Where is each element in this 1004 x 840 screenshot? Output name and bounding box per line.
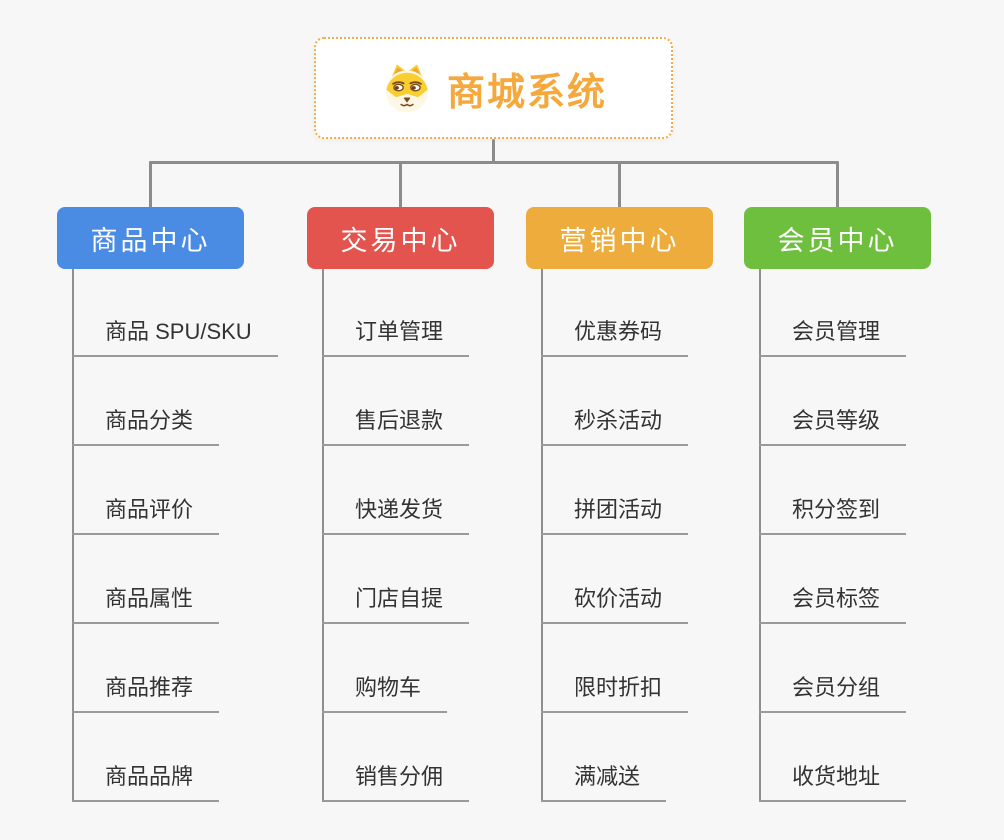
connector-rail bbox=[149, 161, 839, 164]
leaf-topic-label[interactable]: 购物车 bbox=[322, 673, 448, 713]
connector-drop-3 bbox=[618, 161, 621, 208]
root-title: 商城系统 bbox=[446, 71, 607, 114]
leaf-topic-label[interactable]: 秒杀活动 bbox=[541, 406, 689, 446]
leaf-topic: 商品属性 bbox=[72, 584, 220, 624]
leaf-topic-label[interactable]: 商品品牌 bbox=[72, 762, 220, 802]
leaf-topic-label[interactable]: 收货地址 bbox=[759, 762, 907, 802]
branch-header-products[interactable]: 商品中心 bbox=[57, 207, 244, 269]
branch-header-marketing[interactable]: 营销中心 bbox=[526, 207, 713, 269]
branch-connector-line bbox=[72, 269, 74, 802]
leaf-topic-label[interactable]: 拼团活动 bbox=[541, 495, 689, 535]
leaf-topic: 购物车 bbox=[322, 673, 448, 713]
connector-drop-1 bbox=[149, 161, 152, 208]
branch-connector-line bbox=[759, 269, 761, 802]
leaf-topic-label[interactable]: 会员等级 bbox=[759, 406, 907, 446]
leaf-topic-label[interactable]: 售后退款 bbox=[322, 406, 470, 446]
leaf-topic: 满减送 bbox=[541, 762, 667, 802]
leaf-topic: 会员标签 bbox=[759, 584, 907, 624]
leaf-topic-label[interactable]: 商品评价 bbox=[72, 495, 220, 535]
branch-column-members: 会员中心 会员管理 会员等级 积分签到 会员标签 会员分组 收货地址 bbox=[744, 207, 994, 827]
leaf-topic: 商品 SPU/SKU bbox=[72, 317, 278, 357]
leaf-topic-label[interactable]: 限时折扣 bbox=[541, 673, 689, 713]
leaf-topic-label[interactable]: 砍价活动 bbox=[541, 584, 689, 624]
root-node[interactable]: 商城系统 bbox=[314, 37, 673, 139]
branch-column-trade: 交易中心 订单管理 售后退款 快递发货 门店自提 购物车 销售分佣 bbox=[307, 207, 557, 827]
leaf-topic-label[interactable]: 商品属性 bbox=[72, 584, 220, 624]
branch-column-products: 商品中心 商品 SPU/SKU 商品分类 商品评价 商品属性 商品推荐 商品品牌 bbox=[57, 207, 307, 827]
leaf-topic-label[interactable]: 优惠券码 bbox=[541, 317, 689, 357]
leaf-topic-label[interactable]: 销售分佣 bbox=[322, 762, 470, 802]
branch-connector-line bbox=[322, 269, 324, 802]
leaf-topic: 门店自提 bbox=[322, 584, 470, 624]
leaf-topic: 秒杀活动 bbox=[541, 406, 689, 446]
dog-face-icon bbox=[385, 64, 429, 113]
branch-header-trade[interactable]: 交易中心 bbox=[307, 207, 494, 269]
leaf-topic-label[interactable]: 会员管理 bbox=[759, 317, 907, 357]
leaf-topic: 会员分组 bbox=[759, 673, 907, 713]
leaf-topic: 收货地址 bbox=[759, 762, 907, 802]
leaf-topic: 商品推荐 bbox=[72, 673, 220, 713]
leaf-topic: 拼团活动 bbox=[541, 495, 689, 535]
branch-column-marketing: 营销中心 优惠券码 秒杀活动 拼团活动 砍价活动 限时折扣 满减送 bbox=[526, 207, 776, 827]
leaf-topic: 会员等级 bbox=[759, 406, 907, 446]
leaf-topic: 订单管理 bbox=[322, 317, 470, 357]
leaf-topic: 积分签到 bbox=[759, 495, 907, 535]
leaf-topic-label[interactable]: 商品 SPU/SKU bbox=[72, 317, 278, 357]
leaf-topic: 商品品牌 bbox=[72, 762, 220, 802]
leaf-topic: 商品评价 bbox=[72, 495, 220, 535]
leaf-topic: 会员管理 bbox=[759, 317, 907, 357]
leaf-topic-label[interactable]: 会员标签 bbox=[759, 584, 907, 624]
leaf-topic-label[interactable]: 会员分组 bbox=[759, 673, 907, 713]
leaf-topic-label[interactable]: 商品分类 bbox=[72, 406, 220, 446]
leaf-topic-label[interactable]: 快递发货 bbox=[322, 495, 470, 535]
connector-root-stub bbox=[492, 139, 495, 163]
connector-drop-4 bbox=[836, 161, 839, 208]
leaf-topic: 砍价活动 bbox=[541, 584, 689, 624]
leaf-topic-label[interactable]: 门店自提 bbox=[322, 584, 470, 624]
leaf-topic-label[interactable]: 商品推荐 bbox=[72, 673, 220, 713]
leaf-topic-label[interactable]: 订单管理 bbox=[322, 317, 470, 357]
branch-connector-line bbox=[541, 269, 543, 802]
leaf-topic: 售后退款 bbox=[322, 406, 470, 446]
leaf-topic-label[interactable]: 积分签到 bbox=[759, 495, 907, 535]
leaf-topic: 快递发货 bbox=[322, 495, 470, 535]
leaf-topic: 优惠券码 bbox=[541, 317, 689, 357]
leaf-topic-label[interactable]: 满减送 bbox=[541, 762, 667, 802]
leaf-topic: 限时折扣 bbox=[541, 673, 689, 713]
leaf-topic: 销售分佣 bbox=[322, 762, 470, 802]
connector-drop-2 bbox=[399, 161, 402, 208]
leaf-topic: 商品分类 bbox=[72, 406, 220, 446]
branch-header-members[interactable]: 会员中心 bbox=[744, 207, 931, 269]
